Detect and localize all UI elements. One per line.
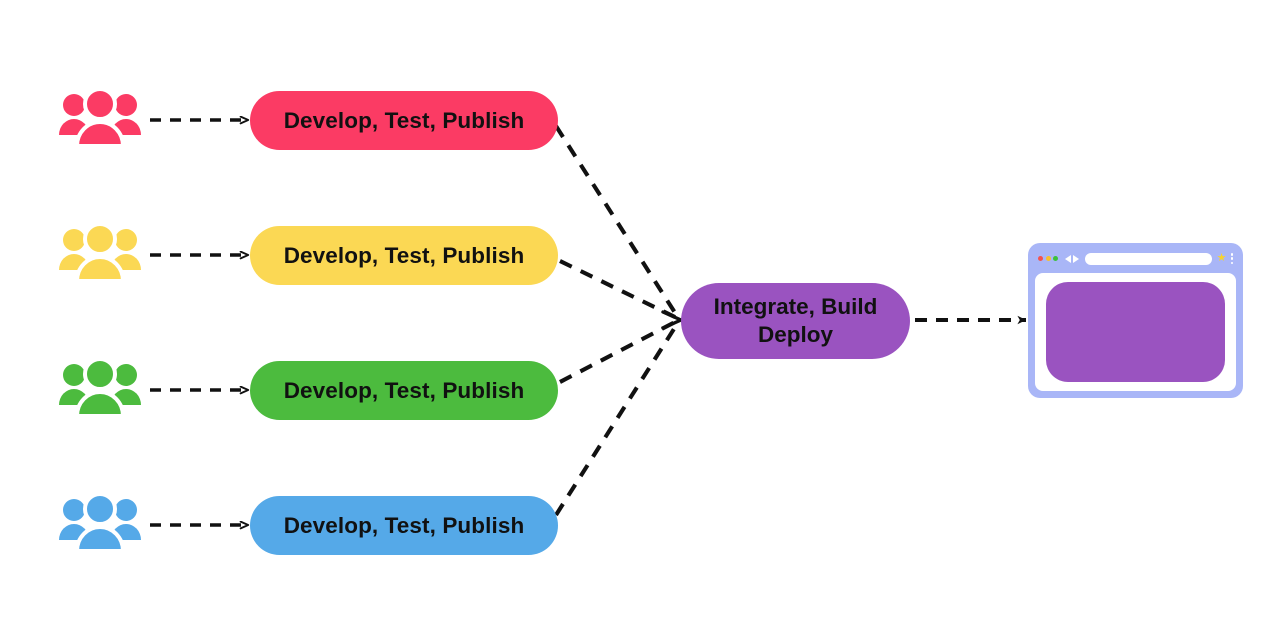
deployed-app-content-block [1046,282,1225,382]
people-group-icon [59,223,141,283]
kebab-menu-icon[interactable] [1230,253,1233,264]
people-group-icon [59,88,141,148]
edge-stage3-to-hub [559,318,680,384]
stage-node-team1[interactable]: Develop, Test, Publish [250,91,558,150]
people-group-icon [59,358,141,418]
stage-node-team4[interactable]: Develop, Test, Publish [250,496,558,555]
people-group-icon [59,493,141,553]
browser-viewport [1035,273,1236,391]
star-icon[interactable]: ★ [1216,252,1227,264]
hub-label-line2: Deploy [757,322,833,347]
stage-label: Develop, Test, Publish [283,107,525,133]
edge-stage4-to-hub [554,319,681,517]
stage-label: Develop, Test, Publish [283,512,525,538]
browser-nav-arrows [1064,254,1079,263]
stage-node-team2[interactable]: Develop, Test, Publish [250,226,558,285]
traffic-light-maximize-icon[interactable] [1053,256,1058,261]
url-input[interactable] [1084,252,1212,265]
forward-arrow-icon[interactable] [1072,254,1079,263]
hub-node-integrate-build-deploy[interactable]: Integrate, Build Deploy [681,283,910,359]
stage-node-team3[interactable]: Develop, Test, Publish [250,361,558,420]
stage-label: Develop, Test, Publish [283,377,525,403]
traffic-light-close-icon[interactable] [1038,256,1043,261]
browser-window-mock[interactable]: ★ [1028,243,1243,398]
back-arrow-icon[interactable] [1064,254,1071,263]
edge-stage2-to-hub [559,259,680,321]
hub-inbound-arrowhead [661,310,683,330]
stage-label: Develop, Test, Publish [283,242,525,268]
edge-stage1-to-hub [554,124,681,321]
browser-toolbar: ★ [1035,250,1236,267]
hub-label-line1: Integrate, Build [713,293,878,319]
traffic-light-minimize-icon[interactable] [1045,256,1051,261]
